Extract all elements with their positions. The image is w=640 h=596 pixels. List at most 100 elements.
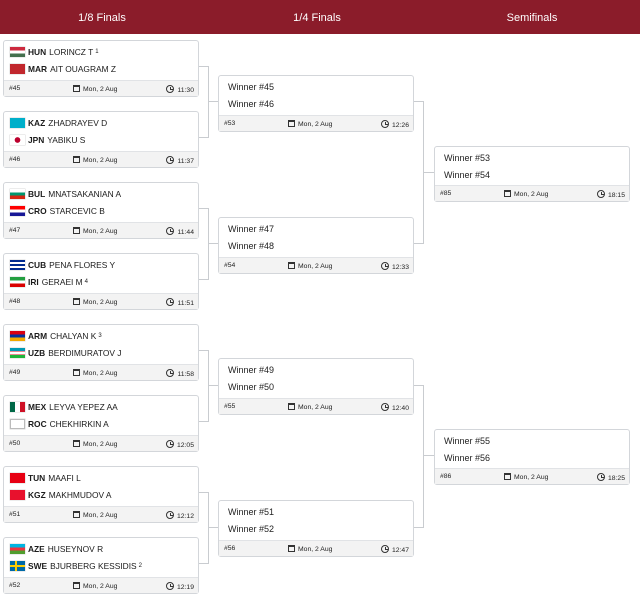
match-date-text: Mon, 2 Aug [298,404,333,411]
match-date: Mon, 2 Aug [73,227,117,235]
winner-row[interactable]: Winner #52 [219,520,413,537]
match-time: 12:05 [165,440,194,449]
winner-row[interactable]: Winner #48 [219,237,413,254]
match-date-text: Mon, 2 Aug [298,263,333,270]
bracket-connector [208,492,209,564]
clock-icon [165,582,174,590]
match-time-text: 11:58 [177,371,194,378]
match-date: Mon, 2 Aug [504,473,548,481]
calendar-icon [288,120,295,127]
match-number: #51 [9,511,21,518]
athlete-name: YABIKU S [47,134,86,145]
rounds-header: 1/8 Finals 1/4 Finals Semifinals [0,0,640,34]
winner-row[interactable]: Winner #53 [435,149,629,166]
match-time-text: 11:37 [177,158,194,165]
winner-row[interactable]: Winner #47 [219,220,413,237]
bracket-connector [208,527,218,528]
country-code: CRO [28,205,47,216]
winner-row[interactable]: Winner #46 [219,95,413,112]
bracket-connector [199,421,208,422]
athlete-name: BERDIMURATOV J [48,347,122,358]
match-time-text: 12:33 [391,264,409,271]
match-time: 11:58 [166,369,194,378]
bracket-connector [423,172,434,173]
bracket-connector [199,208,208,209]
calendar-icon [504,190,511,197]
match-time-text: 12:05 [176,442,194,449]
match-number: #53 [224,120,236,127]
calendar-icon [73,582,80,589]
clock-icon [380,545,389,553]
athlete-name: LEYVA YEPEZ AA [49,401,118,412]
match-time-text: 12:19 [176,584,194,591]
bracket-connector [208,385,218,386]
athlete-name: LORINCZ T [49,46,94,57]
country-code: CUB [28,259,47,270]
match-date: Mon, 2 Aug [73,156,117,164]
match-date-text: Mon, 2 Aug [298,546,333,553]
match-date: Mon, 2 Aug [504,190,548,198]
winner-placeholder: Winner #47 [228,223,275,234]
match-time: 12:40 [380,403,409,412]
winner-row[interactable]: Winner #54 [435,166,629,183]
match-date: Mon, 2 Aug [288,545,332,553]
winner-placeholder: Winner #53 [444,152,491,163]
calendar-icon [73,440,80,447]
match-time: 12:33 [380,262,409,271]
winner-row[interactable]: Winner #45 [219,78,413,95]
calendar-icon [288,403,295,410]
country-code: MEX [28,401,47,412]
clock-icon [380,120,389,128]
country-code: KGZ [28,489,46,500]
winner-placeholder: Winner #56 [444,452,491,463]
athlete-name: CHEKHIRKIN A [49,418,109,429]
flag-uzb-icon [10,347,25,358]
match-date-text: Mon, 2 Aug [83,583,118,590]
winner-row[interactable]: Winner #55 [435,432,629,449]
country-code: KAZ [28,117,46,128]
winner-row[interactable]: Winner #51 [219,503,413,520]
winner-row[interactable]: Winner #50 [219,378,413,395]
country-code: MAR [28,63,48,74]
flag-arm-icon [10,330,25,341]
clock-icon [165,511,174,519]
match-date: Mon, 2 Aug [73,511,117,519]
winner-row[interactable]: Winner #49 [219,361,413,378]
match-date: Mon, 2 Aug [73,298,117,306]
clock-icon [166,156,175,164]
winner-row[interactable]: Winner #56 [435,449,629,466]
